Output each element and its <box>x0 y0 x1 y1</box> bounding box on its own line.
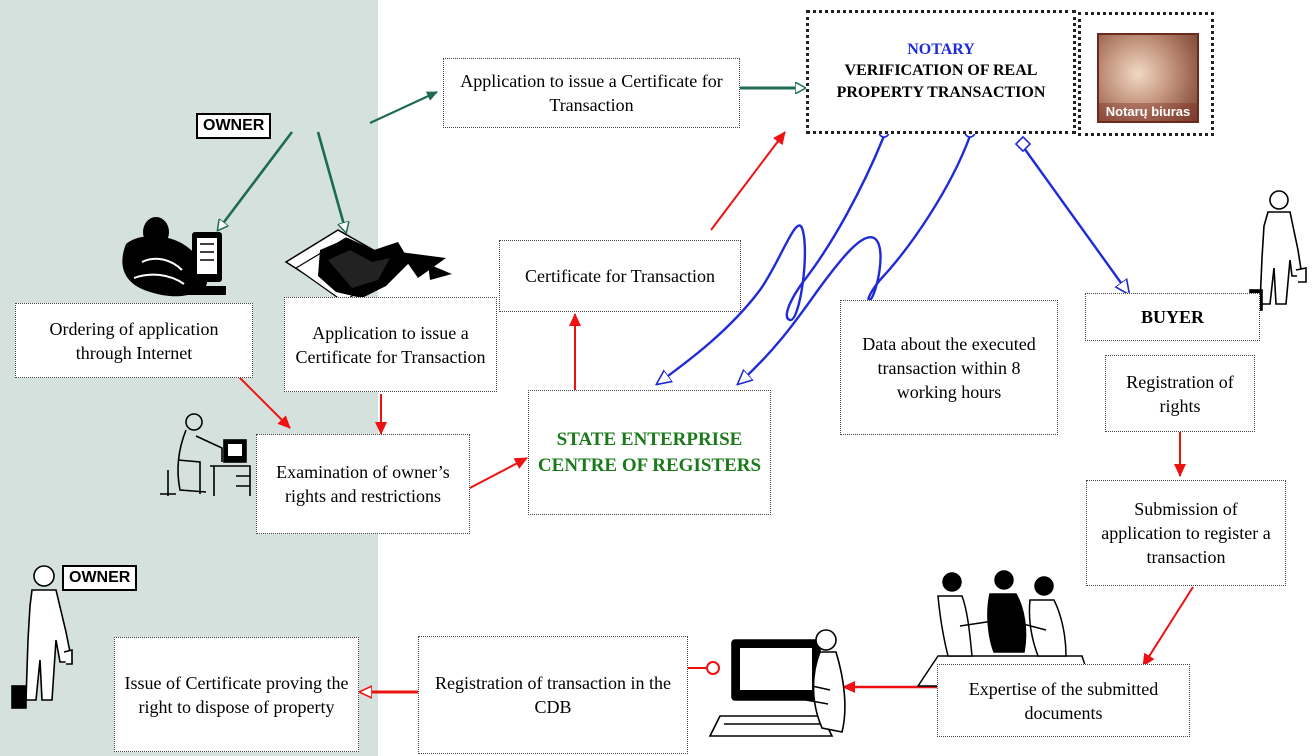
examination-box: Examination of owner’s rights and restri… <box>256 434 470 534</box>
operator-computer-icon <box>708 629 846 737</box>
notary-office-photo: Notarų biuras <box>1097 33 1199 123</box>
owner-person-icon <box>11 565 73 709</box>
application-owner-box: Application to issue a Certificate for T… <box>284 297 497 392</box>
ordering-application-box: Ordering of application through Internet <box>15 303 253 378</box>
link-notary-to-buyer <box>1023 147 1129 294</box>
owner-label-top: OWNER <box>196 113 272 139</box>
owner-computer-icon <box>122 217 226 297</box>
issue-certificate-box: Issue of Certificate proving the right t… <box>114 637 359 752</box>
expertise-box: Expertise of the submitted documents <box>937 664 1190 737</box>
data-transaction-box: Data about the executed transaction with… <box>840 300 1058 435</box>
arrow-submission-to-expertise <box>1142 586 1194 667</box>
arrow-owner-to-application <box>369 91 438 124</box>
notary-office-caption: Notarų biuras <box>1099 103 1197 121</box>
clerk-workstation-icon <box>160 413 251 496</box>
green-arrows <box>218 88 805 232</box>
arrow-owner-to-documents <box>316 131 346 232</box>
registration-rights-box: Registration of rights <box>1105 355 1255 432</box>
submission-box: Submission of application to register a … <box>1086 480 1286 586</box>
buyer-box: BUYER <box>1085 293 1260 341</box>
red-arrows <box>237 131 1194 692</box>
notary-office-image: Notarų biuras <box>1078 12 1214 136</box>
arrow-owner-to-ordering <box>218 131 294 230</box>
owner-label-bottom: OWNER <box>62 565 138 591</box>
arrow-examination-to-centre <box>465 457 528 491</box>
state-enterprise-box: STATE ENTERPRISE CENTRE OF REGISTERS <box>528 390 771 515</box>
notary-title: NOTARY <box>907 41 975 58</box>
link-notary-to-centre-1 <box>657 135 886 384</box>
notary-box: NOTARY VERIFICATION OF REAL PROPERTY TRA… <box>806 10 1076 134</box>
link-notary-to-centre-2 <box>738 135 972 384</box>
arrow-ordering-to-examination <box>237 375 291 429</box>
blue-links <box>657 126 1129 384</box>
application-to-notary-box: Application to issue a Certificate for T… <box>443 58 740 128</box>
registration-cdb-box: Registration of transaction in the CDB <box>418 636 688 754</box>
arrow-certificate-to-notary <box>710 131 786 231</box>
certificate-box: Certificate for Transaction <box>499 240 741 312</box>
notary-text: VERIFICATION OF REAL PROPERTY TRANSACTIO… <box>836 62 1046 101</box>
documents-icon <box>284 229 452 303</box>
